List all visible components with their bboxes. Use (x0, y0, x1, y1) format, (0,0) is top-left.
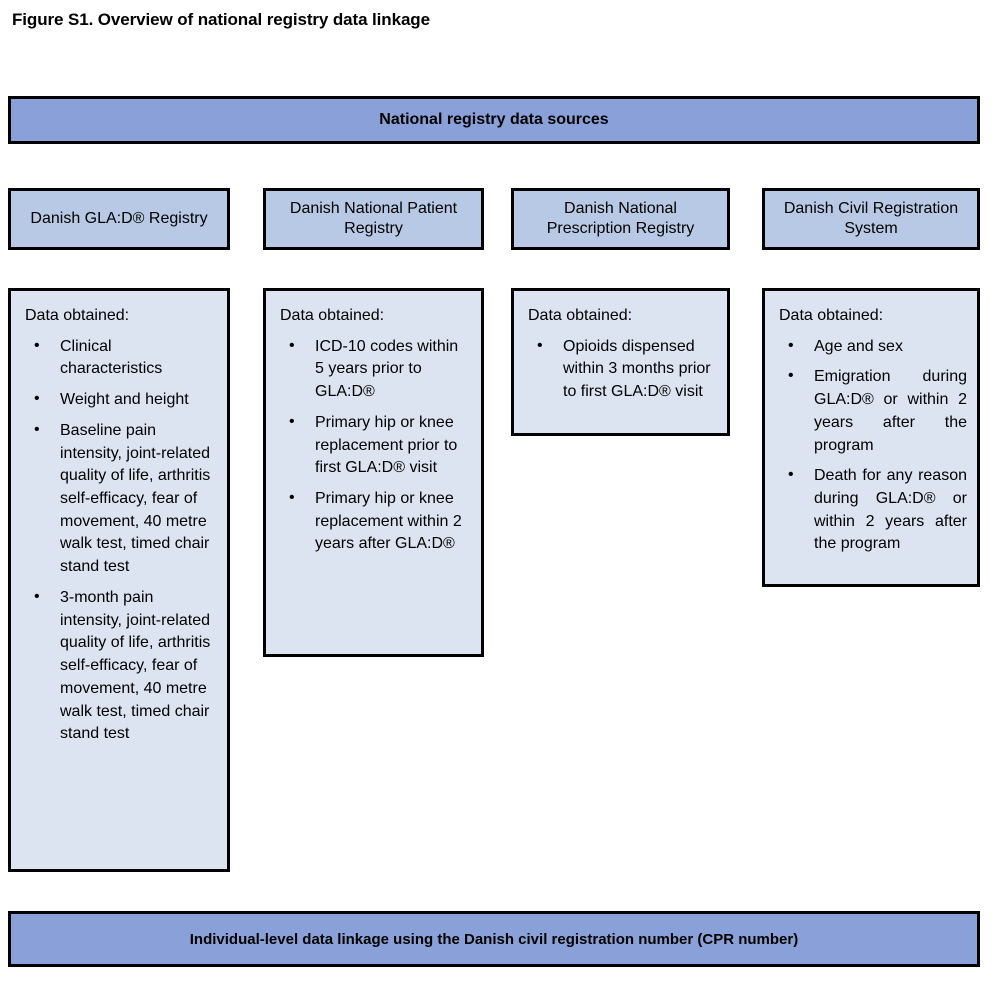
data-obtained-box-3: Data obtained: Opioids dispensed within … (511, 288, 730, 436)
list-item: Death for any reason during GLA:D® or wi… (779, 464, 967, 556)
registry-title-label-2: Danish National Patient Registry (289, 200, 458, 237)
column-danish-national-prescription-registry: Danish National Prescription Registry Da… (511, 188, 730, 436)
list-item: Primary hip or knee replacement prior to… (280, 411, 471, 480)
registry-title-box-3: Danish National Prescription Registry (511, 188, 730, 250)
data-obtained-box-2: Data obtained: ICD-10 codes within 5 yea… (263, 288, 484, 657)
list-item: Weight and height (25, 388, 217, 412)
registry-title-box-4: Danish Civil Registration System (762, 188, 980, 250)
data-obtained-box-4: Data obtained: Age and sex Emigration du… (762, 288, 980, 587)
bottom-banner-data-linkage: Individual-level data linkage using the … (8, 911, 980, 967)
registry-title-box-2: Danish National Patient Registry (263, 188, 484, 250)
list-item: Primary hip or knee replacement within 2… (280, 487, 471, 556)
column-danish-glad-registry: Danish GLA:D® Registry Data obtained: Cl… (8, 188, 230, 872)
figure-title: Figure S1. Overview of national registry… (12, 10, 430, 29)
data-obtained-heading-2: Data obtained: (280, 307, 385, 324)
list-item: Clinical characteristics (25, 335, 217, 381)
registry-title-label-1: Danish GLA:D® Registry (30, 210, 208, 227)
registry-title-label-3: Danish National Prescription Registry (546, 200, 695, 237)
list-item: ICD-10 codes within 5 years prior to GLA… (280, 335, 471, 404)
data-obtained-list-4: Age and sex Emigration during GLA:D® or … (779, 335, 967, 556)
data-obtained-heading-4: Data obtained: (779, 307, 884, 324)
column-danish-civil-registration-system: Danish Civil Registration System Data ob… (762, 188, 980, 587)
registry-title-label-4: Danish Civil Registration System (783, 200, 959, 237)
data-obtained-list-2: ICD-10 codes within 5 years prior to GLA… (280, 335, 471, 556)
column-danish-national-patient-registry: Danish National Patient Registry Data ob… (263, 188, 484, 657)
registry-title-box-1: Danish GLA:D® Registry (8, 188, 230, 250)
bottom-banner-label: Individual-level data linkage using the … (189, 930, 799, 948)
data-obtained-box-1: Data obtained: Clinical characteristics … (8, 288, 230, 872)
data-obtained-heading-3: Data obtained: (528, 307, 633, 324)
list-item: Emigration during GLA:D® or within 2 yea… (779, 365, 967, 457)
top-banner-label: National registry data sources (379, 111, 609, 128)
list-item: Age and sex (779, 335, 967, 359)
list-item: 3-month pain intensity, joint-related qu… (25, 586, 217, 746)
data-obtained-list-1: Clinical characteristics Weight and heig… (25, 335, 217, 746)
data-obtained-heading-1: Data obtained: (25, 307, 130, 324)
data-obtained-list-3: Opioids dispensed within 3 months prior … (528, 335, 717, 404)
top-banner-national-registry-data-sources: National registry data sources (8, 96, 980, 144)
list-item: Opioids dispensed within 3 months prior … (528, 335, 717, 404)
list-item: Baseline pain intensity, joint-related q… (25, 419, 217, 579)
